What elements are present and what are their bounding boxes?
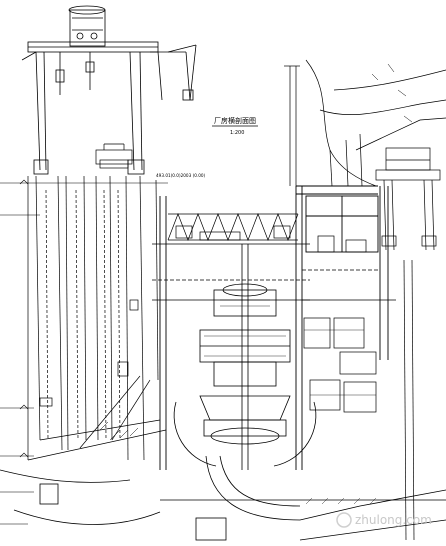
dam-profile-right	[284, 59, 446, 187]
powerhouse-walls	[159, 185, 389, 470]
foundation-curve	[0, 469, 446, 541]
right-tailrace-gantry	[375, 147, 441, 541]
watermark: zhulong.com	[336, 512, 432, 528]
drawing-title: 厂房横剖面图	[214, 116, 256, 125]
drawing-scale: 1:200	[230, 130, 244, 136]
title-block: 厂房横剖面图 1:200 493.01(0.0)2003 (0.00)	[156, 116, 258, 178]
equipment-room-right	[302, 235, 396, 413]
watermark-site: zhulong.com	[355, 513, 432, 527]
elevation-label: 493.01(0.0)2003 (0.00)	[156, 173, 206, 178]
watermark-logo-icon	[336, 512, 352, 528]
intake-shaft-structure	[27, 175, 167, 461]
left-crane-gantry	[21, 5, 197, 175]
second-gantry	[95, 143, 133, 169]
generator-unit	[173, 244, 317, 521]
